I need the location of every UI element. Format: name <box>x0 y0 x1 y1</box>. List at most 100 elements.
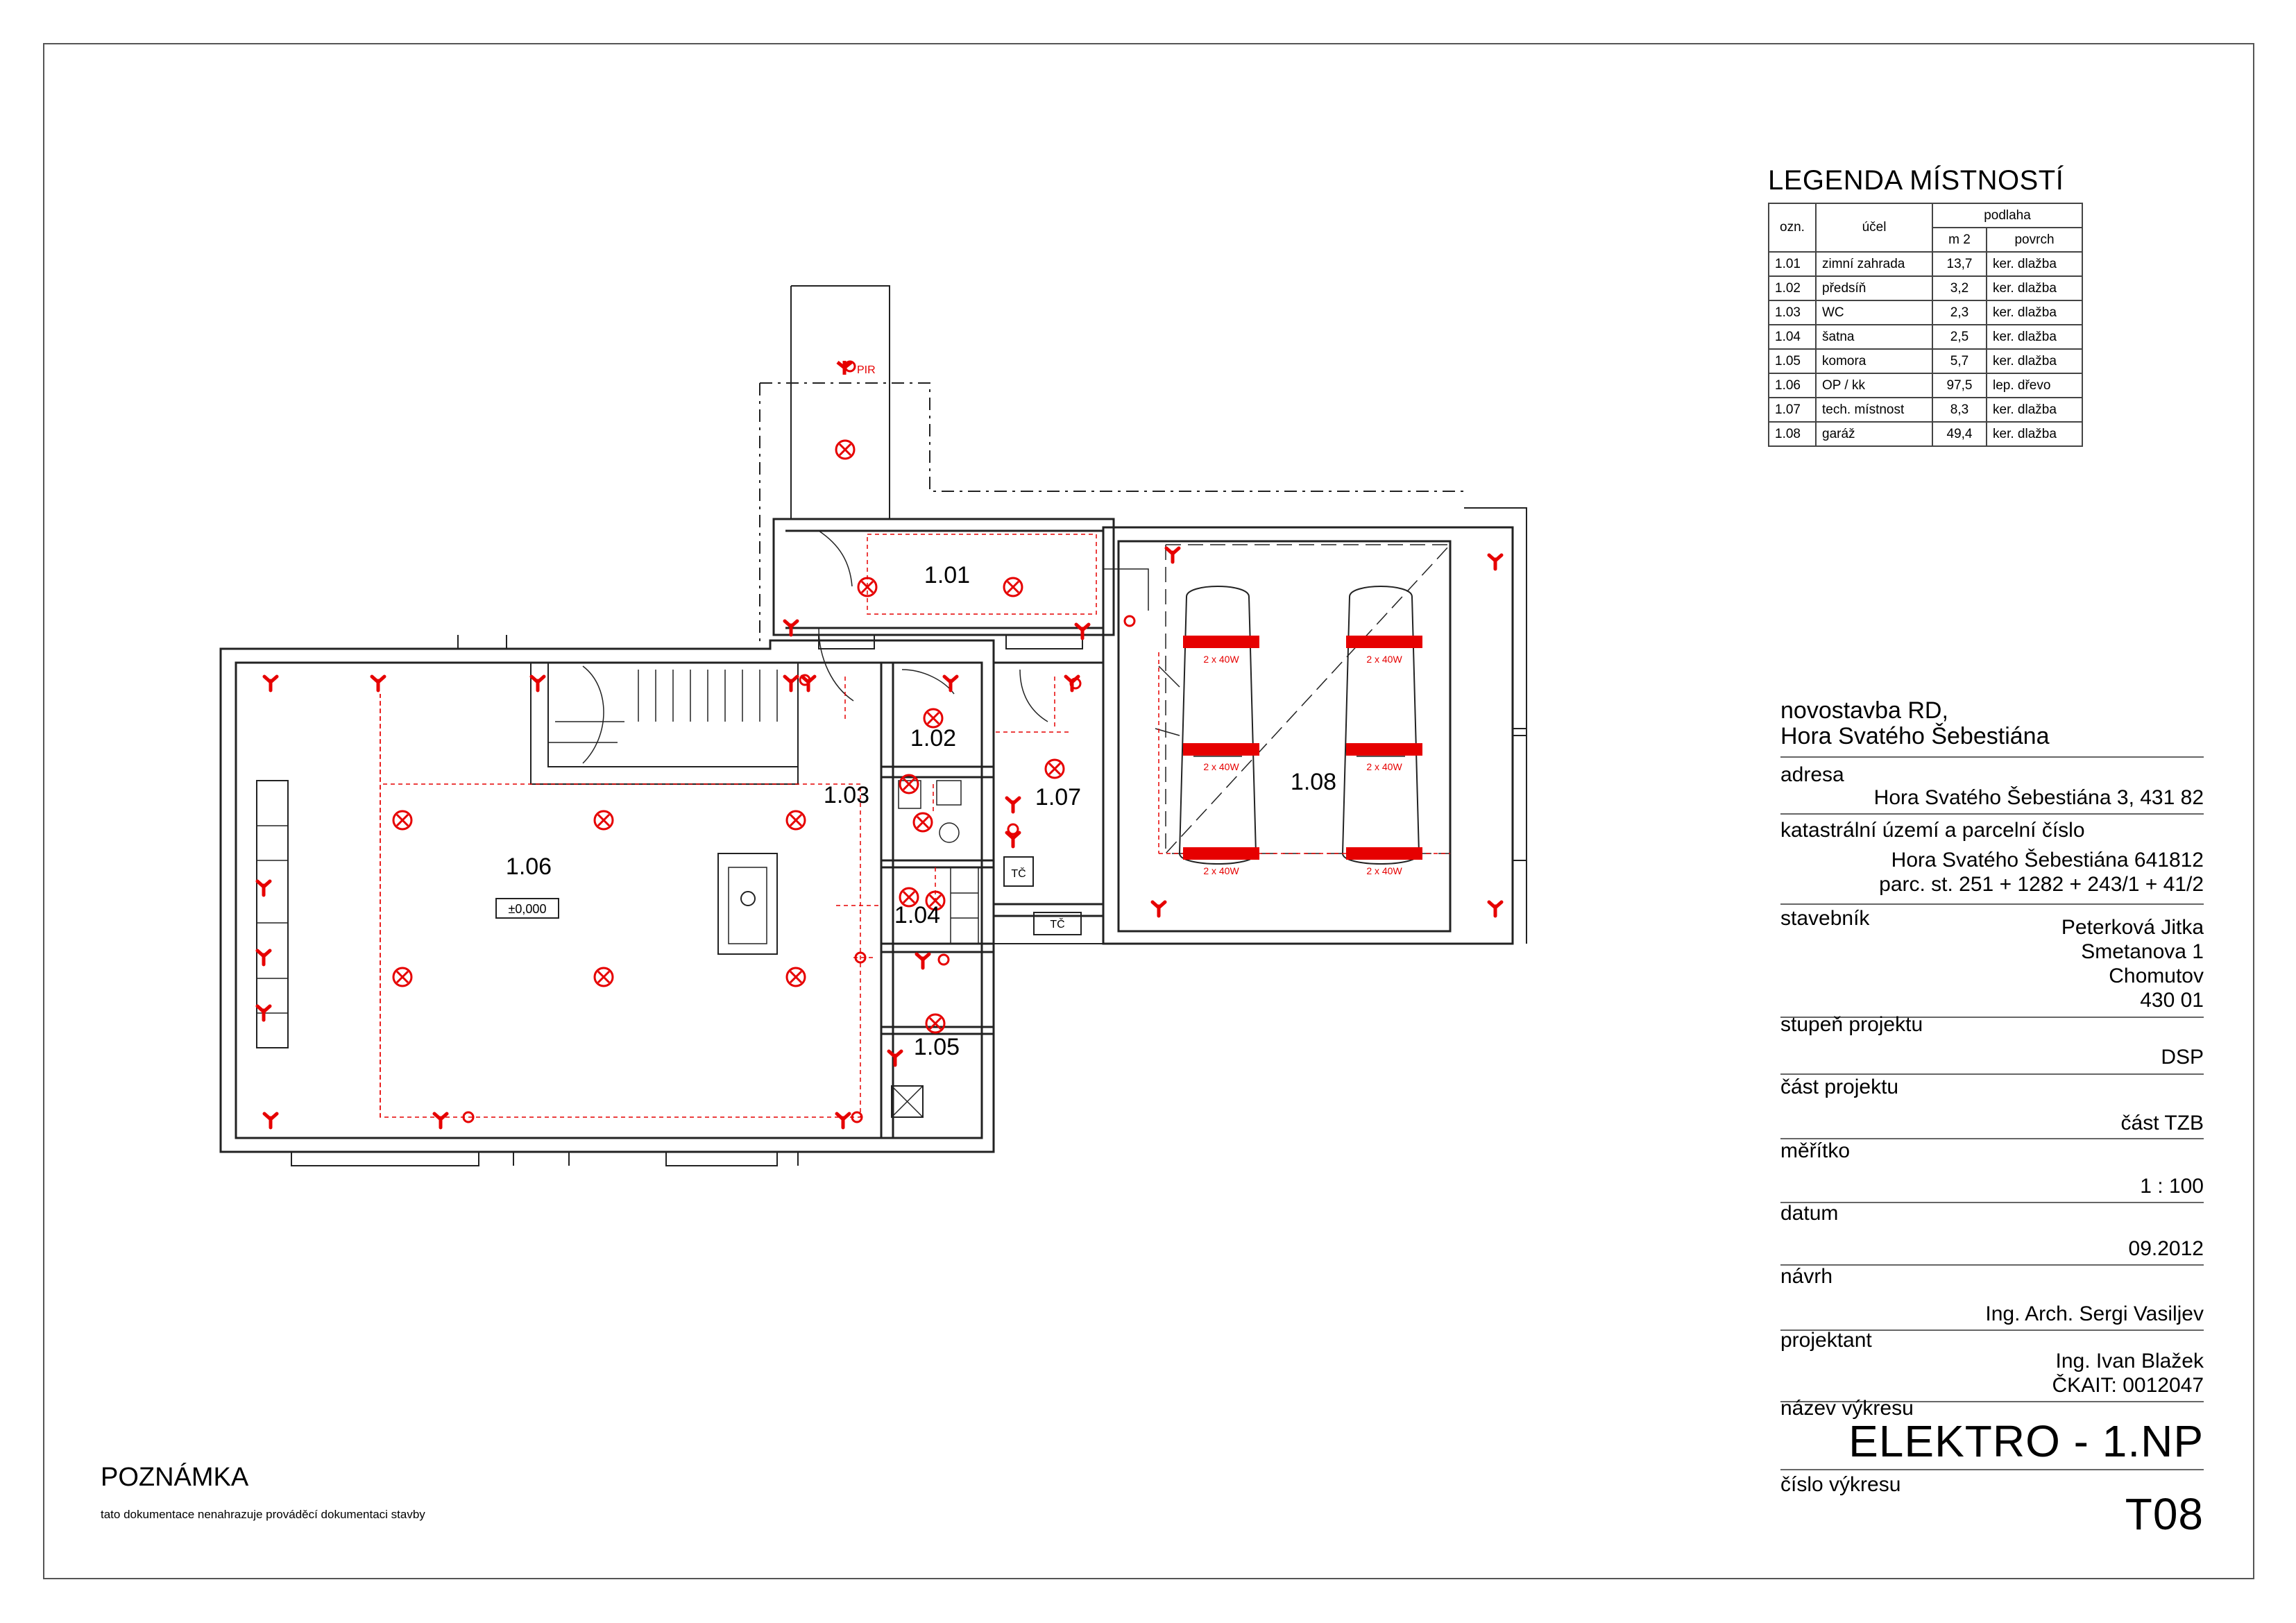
switch-icon <box>1069 677 1082 690</box>
legend-cell-ucel: OP / kk <box>1815 373 1933 398</box>
cislo-value: T08 <box>2125 1489 2204 1539</box>
project-name-line1: novostavba RD, <box>1780 697 1948 724</box>
switch-icon <box>937 953 950 966</box>
ceiling-light-icon <box>593 810 614 831</box>
room-number-r103: 1.03 <box>824 782 869 808</box>
light-power-label: 2 x 40W <box>1203 654 1239 665</box>
legend-cell-povrch: ker. dlažba <box>1986 421 2083 447</box>
legend-header-povrch: povrch <box>1986 227 2083 253</box>
room-number-r105: 1.05 <box>914 1034 960 1060</box>
stavebnik-value3: Chomutov <box>2109 965 2204 987</box>
fluorescent-light-icon <box>1346 636 1422 648</box>
socket-icon <box>262 1112 279 1130</box>
cast-value: část TZB <box>2120 1112 2204 1135</box>
socket-icon <box>1487 553 1504 571</box>
socket-icon <box>1150 900 1167 918</box>
socket-icon <box>255 879 272 897</box>
room-number-r106: 1.06 <box>506 853 552 880</box>
socket-icon <box>432 1112 449 1130</box>
walls <box>219 285 1527 1166</box>
socket-icon <box>915 952 931 970</box>
legend-cell-povrch: ker. dlažba <box>1986 251 2083 277</box>
switch-icon <box>799 674 811 686</box>
stavebnik-value4: 430 01 <box>2140 989 2204 1012</box>
stupen-label: stupeň projektu <box>1780 1013 1923 1036</box>
socket-icon <box>942 674 959 692</box>
legend-cell-ozn: 1.02 <box>1768 275 1817 301</box>
socket-icon <box>255 1004 272 1022</box>
legend-cell-ozn: 1.06 <box>1768 373 1817 398</box>
stavebnik-label: stavebník <box>1780 907 1870 930</box>
fluorescent-light-icon <box>1346 847 1422 860</box>
legend-cell-ozn: 1.08 <box>1768 421 1817 447</box>
heat-pump-label: TČ <box>1050 917 1064 931</box>
legend-cell-povrch: ker. dlažba <box>1986 324 2083 350</box>
legend-cell-ucel: předsíň <box>1815 275 1933 301</box>
room-number-r107: 1.07 <box>1035 784 1081 810</box>
ceiling-light-icon <box>835 439 856 460</box>
room-number-r101: 1.01 <box>924 562 970 588</box>
ceiling-light-icon <box>785 967 806 987</box>
room-number-r102: 1.02 <box>910 725 956 751</box>
switch-icon <box>1007 823 1019 835</box>
note-text: tato dokumentace nenahrazuje prováděcí d… <box>101 1508 425 1521</box>
socket-icon <box>529 674 546 692</box>
ceiling-light-icon <box>899 774 919 794</box>
ceiling-light-icon <box>1044 758 1065 779</box>
sheet-frame <box>43 43 2254 1579</box>
stavebnik-value2: Smetanova 1 <box>2081 940 2204 963</box>
navrh-label: návrh <box>1780 1265 1833 1288</box>
legend-title: LEGENDA MÍSTNOSTÍ <box>1768 165 2064 196</box>
legend-cell-m2: 2,3 <box>1932 300 1987 325</box>
legend-header-ucel: účel <box>1815 203 1933 253</box>
note-title: POZNÁMKA <box>101 1463 249 1492</box>
legend-cell-ozn: 1.03 <box>1768 300 1817 325</box>
adresa-value: Hora Svatého Šebestiána 3, 431 82 <box>1873 786 2204 809</box>
projektant-value1: Ing. Ivan Blažek <box>2055 1350 2204 1373</box>
cast-label: část projektu <box>1780 1076 1899 1098</box>
katastr-value1: Hora Svatého Šebestiána 641812 <box>1891 849 2204 872</box>
legend-cell-m2: 3,2 <box>1932 275 1987 301</box>
level-marker: ±0,000 <box>509 902 547 916</box>
cislo-label: číslo výkresu <box>1780 1473 1901 1496</box>
projektant-label: projektant <box>1780 1329 1872 1352</box>
pir-sensor-icon <box>836 361 853 375</box>
ceiling-light-icon <box>593 967 614 987</box>
katastr-value2: parc. st. 251 + 1282 + 243/1 + 41/2 <box>1879 873 2204 896</box>
room-number-r108: 1.08 <box>1291 769 1336 795</box>
ceiling-light-icon <box>857 577 878 597</box>
ceiling-light-icon <box>1003 577 1023 597</box>
socket-icon <box>1487 900 1504 918</box>
datum-value: 09.2012 <box>2128 1237 2204 1260</box>
ceiling-light-icon <box>923 708 944 729</box>
legend-cell-m2: 5,7 <box>1932 348 1987 374</box>
navrh-value: Ing. Arch. Sergi Vasiljev <box>1985 1302 2204 1325</box>
fluorescent-light-icon <box>1183 847 1259 860</box>
legend-cell-ucel: šatna <box>1815 324 1933 350</box>
fluorescent-light-icon <box>1183 636 1259 648</box>
ceiling-light-icon <box>925 890 946 911</box>
ceiling-light-icon <box>785 810 806 831</box>
project-name-line2: Hora Svatého Šebestiána <box>1780 723 2050 749</box>
light-power-label: 2 x 40W <box>1366 865 1402 876</box>
ceiling-light-icon <box>899 887 919 908</box>
fluorescent-light-icon <box>1183 743 1259 756</box>
nazev-value: ELEKTRO - 1.NP <box>1848 1416 2204 1466</box>
heat-pump-label: TČ <box>1011 867 1026 880</box>
legend-header-podlaha: podlaha <box>1932 203 2083 228</box>
legend-cell-povrch: ker. dlažba <box>1986 348 2083 374</box>
light-power-label: 2 x 40W <box>1203 865 1239 876</box>
light-power-label: 2 x 40W <box>1366 761 1402 772</box>
light-power-label: 2 x 40W <box>1366 654 1402 665</box>
legend-cell-m2: 13,7 <box>1932 251 1987 277</box>
